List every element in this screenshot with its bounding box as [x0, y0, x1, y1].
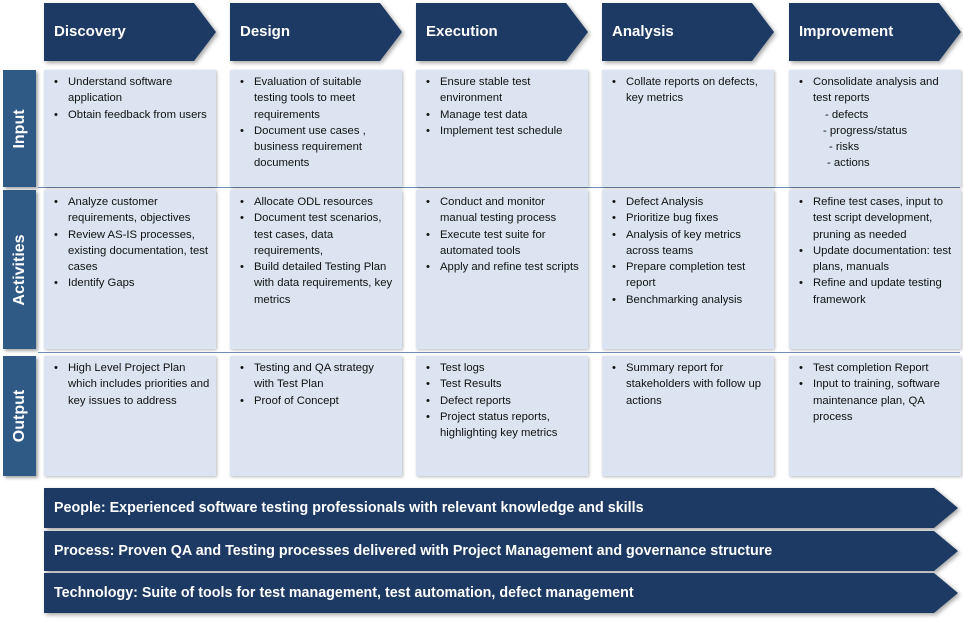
phase-execution-arrow: Execution	[416, 3, 588, 61]
bullet-item: Refine and update testing framework	[799, 275, 955, 308]
input-execution-cell: Ensure stable test environmentManage tes…	[416, 70, 588, 187]
sub-bullet-item: - risks	[829, 141, 860, 154]
output-design-cell: Testing and QA strategy with Test PlanPr…	[230, 356, 402, 476]
bullet-item: Benchmarking analysis	[612, 292, 768, 309]
bullet-list: Test logsTest ResultsDefect reportsProje…	[426, 360, 582, 441]
bullet-item: High Level Project Plan which includes p…	[54, 360, 210, 409]
bullet-list: Consolidate analysis and test reports	[799, 74, 955, 107]
row-separator	[38, 187, 960, 188]
sub-bullet-item: - actions	[827, 157, 870, 170]
bullet-list: Evaluation of suitable testing tools to …	[240, 74, 396, 172]
bullet-item: Conduct and monitor manual testing proce…	[426, 194, 582, 227]
bullet-item: Project status reports, highlighting key…	[426, 409, 582, 442]
output-analysis-cell: Summary report for stakeholders with fol…	[602, 356, 774, 476]
bullet-list: High Level Project Plan which includes p…	[54, 360, 210, 409]
bullet-item: Obtain feedback from users	[54, 107, 210, 124]
bullet-item: Test Results	[426, 376, 582, 393]
output-improvement-cell: Test completion ReportInput to training,…	[789, 356, 961, 476]
input-analysis-cell: Collate reports on defects, key metrics	[602, 70, 774, 187]
band-process-arrow: Process: Proven QA and Testing processes…	[44, 531, 958, 571]
band-people-arrow: People: Experienced software testing pro…	[44, 488, 958, 528]
row-header-label: Activities	[10, 233, 28, 306]
input-discovery-cell: Understand software applicationObtain fe…	[44, 70, 216, 187]
bullet-item: Document test scenarios, test cases, dat…	[240, 210, 396, 259]
bullet-list: Conduct and monitor manual testing proce…	[426, 194, 582, 276]
bullet-item: Test completion Report	[799, 360, 955, 377]
bullet-item: Refine test cases, input to test script …	[799, 194, 955, 243]
bullet-item: Review AS-IS processes, existing documen…	[54, 227, 210, 276]
phase-design-label: Design	[240, 23, 291, 40]
bullet-list: Ensure stable test environmentManage tes…	[426, 74, 582, 139]
bullet-item: Proof of Concept	[240, 393, 396, 410]
bullet-list: Testing and QA strategy with Test PlanPr…	[240, 360, 396, 409]
row-header-output: Output	[3, 356, 36, 476]
row-header-input: Input	[3, 70, 36, 187]
bullet-item: Document use cases , business requiremen…	[240, 123, 396, 172]
row-header-activities: Activities	[3, 190, 36, 349]
bullet-item: Prioritize bug fixes	[612, 210, 768, 227]
phase-analysis-arrow: Analysis	[602, 3, 774, 61]
bullet-item: Execute test suite for automated tools	[426, 227, 582, 260]
bullet-list: Analyze customer requirements, objective…	[54, 194, 210, 292]
phase-improvement-arrow: Improvement	[789, 3, 961, 61]
row-header-label: Output	[10, 389, 28, 443]
bullet-list: Summary report for stakeholders with fol…	[612, 360, 768, 409]
bullet-item: Manage test data	[426, 107, 582, 124]
input-improvement-cell: Consolidate analysis and test reports- d…	[789, 70, 961, 187]
band-people-text: People: Experienced software testing pro…	[54, 500, 644, 516]
phase-analysis-label: Analysis	[612, 23, 674, 40]
bullet-list: Collate reports on defects, key metrics	[612, 74, 768, 107]
phase-discovery-label: Discovery	[54, 23, 126, 40]
bullet-item: Evaluation of suitable testing tools to …	[240, 74, 396, 123]
bullet-item: Identify Gaps	[54, 275, 210, 292]
bullet-item: Analysis of key metrics across teams	[612, 227, 768, 260]
band-technology-arrow: Technology: Suite of tools for test mana…	[44, 573, 958, 613]
input-design-cell: Evaluation of suitable testing tools to …	[230, 70, 402, 187]
bullet-item: Apply and refine test scripts	[426, 259, 582, 276]
activities-design-cell: Allocate ODL resourcesDocument test scen…	[230, 190, 402, 349]
bullet-item: Implement test schedule	[426, 123, 582, 140]
bullet-item: Understand software application	[54, 74, 210, 107]
activities-analysis-cell: Defect AnalysisPrioritize bug fixesAnaly…	[602, 190, 774, 349]
output-execution-cell: Test logsTest ResultsDefect reportsProje…	[416, 356, 588, 476]
bullet-item: Ensure stable test environment	[426, 74, 582, 107]
bullet-item: Collate reports on defects, key metrics	[612, 74, 768, 107]
bullet-item: Summary report for stakeholders with fol…	[612, 360, 768, 409]
bullet-item: Consolidate analysis and test reports	[799, 74, 955, 107]
bullet-item: Analyze customer requirements, objective…	[54, 194, 210, 227]
row-separator	[38, 352, 960, 353]
bullet-item: Build detailed Testing Plan with data re…	[240, 259, 396, 308]
bullet-list: Test completion ReportInput to training,…	[799, 360, 955, 425]
bullet-item: Test logs	[426, 360, 582, 377]
band-process-text: Process: Proven QA and Testing processes…	[54, 543, 773, 559]
sub-bullet-item: - defects	[825, 108, 869, 121]
output-discovery-cell: High Level Project Plan which includes p…	[44, 356, 216, 476]
sub-bullet-item: - progress/status	[823, 124, 908, 137]
phase-execution-label: Execution	[426, 23, 498, 40]
bullet-list: Refine test cases, input to test script …	[799, 194, 955, 308]
band-technology-text: Technology: Suite of tools for test mana…	[54, 585, 634, 601]
phase-design-arrow: Design	[230, 3, 402, 61]
phase-improvement-label: Improvement	[799, 23, 894, 40]
bullet-item: Defect Analysis	[612, 194, 768, 211]
phase-discovery-arrow: Discovery	[44, 3, 216, 61]
activities-discovery-cell: Analyze customer requirements, objective…	[44, 190, 216, 349]
activities-execution-cell: Conduct and monitor manual testing proce…	[416, 190, 588, 349]
bullet-item: Allocate ODL resources	[240, 194, 396, 211]
bullet-item: Input to training, software maintenance …	[799, 376, 955, 425]
bullet-item: Update documentation: test plans, manual…	[799, 243, 955, 276]
row-header-label: Input	[10, 108, 28, 149]
activities-improvement-cell: Refine test cases, input to test script …	[789, 190, 961, 349]
bullet-item: Defect reports	[426, 393, 582, 410]
bullet-list: Defect AnalysisPrioritize bug fixesAnaly…	[612, 194, 768, 308]
bullet-list: Allocate ODL resourcesDocument test scen…	[240, 194, 396, 308]
bullet-list: Understand software applicationObtain fe…	[54, 74, 210, 123]
bullet-item: Testing and QA strategy with Test Plan	[240, 360, 396, 393]
bullet-item: Prepare completion test report	[612, 259, 768, 292]
